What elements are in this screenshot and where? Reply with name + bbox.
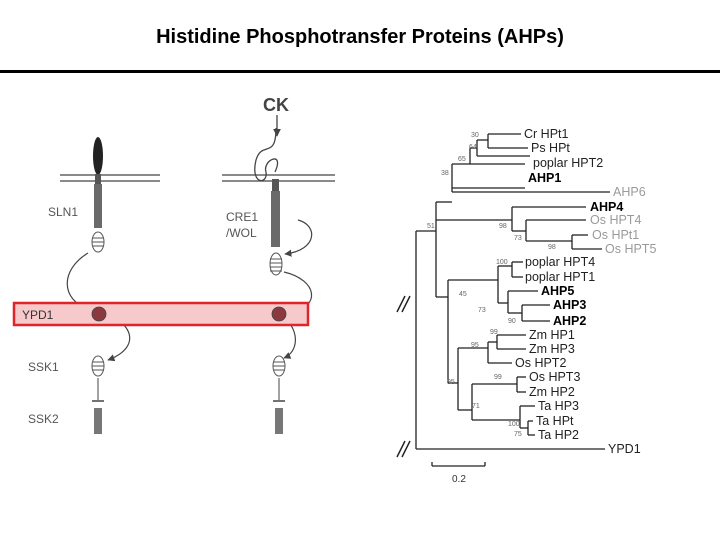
tree-leaf: Os HPT5: [605, 242, 656, 256]
tree-leaf: Ps HPt: [531, 141, 570, 155]
sln1-extracellular-domain: [93, 137, 103, 175]
bootstrap-value: 95: [471, 342, 479, 349]
cre1-label: CRE1: [226, 210, 258, 224]
tree-leaf: AHP5: [541, 284, 574, 298]
bootstrap-value: 98: [548, 244, 556, 251]
tree-leaf: AHP6: [613, 185, 646, 199]
bootstrap-value: 51: [427, 223, 435, 230]
bootstrap-value: 100: [508, 421, 520, 428]
tree-leaf: poplar HPT4: [525, 255, 595, 269]
bootstrap-value: 100: [496, 259, 508, 266]
sln1-kinase-domain: [94, 184, 102, 228]
cre1-kinase-domain: [271, 191, 280, 247]
tree-leaf: AHP4: [590, 200, 623, 214]
pathway-diagram: CK SLN1 CRE1 /WOL YPD1 SSK1 SSK2: [14, 95, 335, 434]
sln1-label: SLN1: [48, 205, 78, 219]
tree-leaf: Ta HP2: [538, 428, 579, 442]
ypd1-hpt-right: [272, 307, 286, 321]
tree-leaf: Os HPT3: [529, 370, 580, 384]
bootstrap-value: 65: [458, 156, 466, 163]
bootstrap-value: 75: [514, 431, 522, 438]
tree-leaf: Ta HPt: [536, 414, 574, 428]
tree-scale-label: 0.2: [452, 474, 466, 485]
tree-leaf: Zm HP1: [529, 328, 575, 342]
cytokinin-label: CK: [263, 95, 289, 115]
tree-leaf: Os HPT2: [515, 356, 566, 370]
bootstrap-value: 73: [478, 307, 486, 314]
wol-label: /WOL: [226, 226, 257, 240]
tree-leaf: poplar HPT1: [525, 270, 595, 284]
tree-leaf: Ta HP3: [538, 399, 579, 413]
tree-leaf: AHP2: [553, 314, 586, 328]
ypd1-highlight-box: [14, 303, 308, 325]
bootstrap-value: 38: [441, 170, 449, 177]
tree-leaf: poplar HPT2: [533, 156, 603, 170]
ssk2-label: SSK2: [28, 412, 59, 426]
ypd1-label: YPD1: [22, 308, 54, 322]
tree-leaf: Os HPT4: [590, 213, 641, 227]
bootstrap-value: 30: [471, 132, 479, 139]
bootstrap-value: 71: [472, 403, 480, 410]
bootstrap-value: 98: [499, 223, 507, 230]
tree-leaf: AHP1: [528, 171, 561, 185]
ypd1-hpt-left: [92, 307, 106, 321]
tree-leaf: YPD1: [608, 442, 641, 456]
tree-leaf: Zm HP2: [529, 385, 575, 399]
bootstrap-value: 99: [494, 374, 502, 381]
tree-leaf: Os HPt1: [592, 228, 639, 242]
tree-leaf: Zm HP3: [529, 342, 575, 356]
bootstrap-value: 99: [490, 329, 498, 336]
bootstrap-value: 45: [459, 291, 467, 298]
bootstrap-value: 90: [508, 318, 516, 325]
ssk1-label: SSK1: [28, 360, 59, 374]
tree-leaf: Cr HPt1: [524, 127, 569, 141]
bootstrap-value: 73: [514, 235, 522, 242]
tree-leaf: AHP3: [553, 298, 586, 312]
bootstrap-value: 95: [447, 379, 455, 386]
bootstrap-value: 64: [469, 144, 477, 151]
